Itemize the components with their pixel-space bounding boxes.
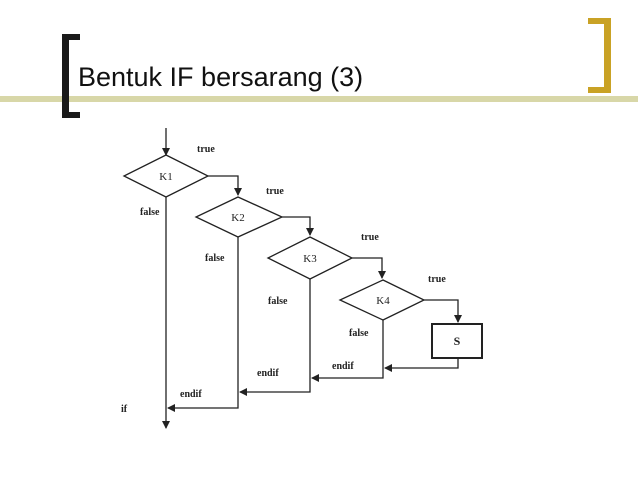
s-return-line <box>384 358 459 372</box>
k4-true-branch <box>424 299 462 323</box>
k2-true-branch <box>282 216 314 236</box>
k1-false-label: false <box>140 207 160 218</box>
left-bracket-top <box>62 34 80 40</box>
title-divider-bar <box>0 96 638 102</box>
statement-s-box <box>431 323 483 359</box>
k4-false-label: false <box>349 328 369 339</box>
condition-k1-label: K1 <box>159 171 172 183</box>
k4-true-label: true <box>428 274 446 285</box>
k1-true-label: true <box>197 144 215 155</box>
k4-endif-line <box>311 368 384 382</box>
endif-k4-label: endif <box>332 361 354 372</box>
right-bracket-bottom <box>588 87 611 93</box>
k3-false-label: false <box>268 296 288 307</box>
condition-k4-label: K4 <box>376 295 390 307</box>
k3-true-label: true <box>361 232 379 243</box>
endif-k3-label: endif <box>257 368 279 379</box>
endif-k2-label: endif <box>180 389 202 400</box>
endif-k1-cut-label: if <box>121 404 128 415</box>
slide-title: Bentuk IF bersarang (3) <box>78 62 364 92</box>
k1-true-branch <box>208 175 242 196</box>
statement-s-label: S <box>454 334 461 348</box>
right-bracket-top <box>588 18 611 24</box>
condition-k2-label: K2 <box>231 212 244 224</box>
k3-true-branch <box>352 257 386 279</box>
condition-k3-label: K3 <box>303 253 317 265</box>
k3-endif-line <box>239 378 311 396</box>
left-bracket-vertical <box>62 34 69 118</box>
k2-true-label: true <box>266 186 284 197</box>
left-bracket-bottom <box>62 112 80 118</box>
k2-false-label: false <box>205 253 225 264</box>
k2-endif-line <box>167 392 239 412</box>
right-bracket-vertical <box>604 18 611 93</box>
